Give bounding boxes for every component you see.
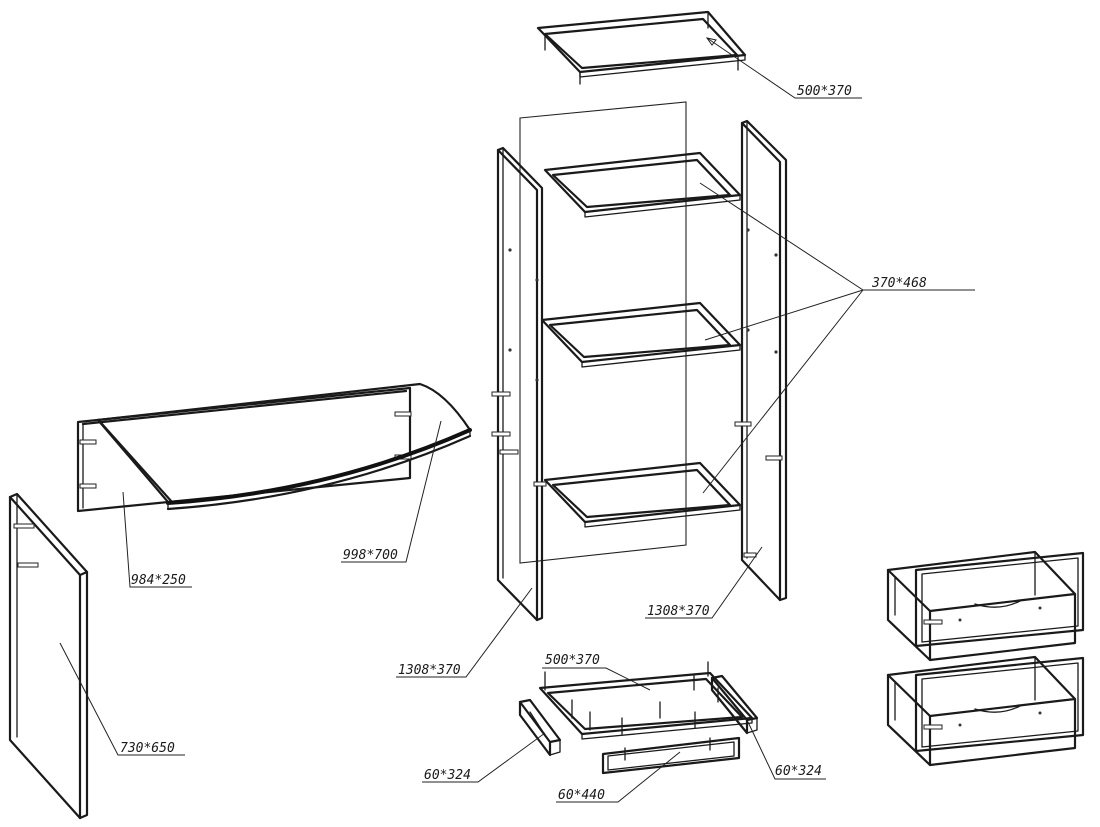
label-top-panel: 500*370 xyxy=(797,84,852,99)
left-side-panel xyxy=(491,146,547,622)
label-shelves: 370*468 xyxy=(871,276,927,291)
right-side-panel xyxy=(734,119,788,602)
leaders xyxy=(59,37,975,803)
label-plinth-left: 60*324 xyxy=(424,768,471,783)
back-panel xyxy=(519,101,687,564)
label-desk-back: 984*250 xyxy=(131,573,186,588)
desk-back-panel xyxy=(76,386,412,513)
door-panel xyxy=(8,492,89,820)
label-plinth-right: 60*324 xyxy=(775,764,822,779)
label-left-side: 1308*370 xyxy=(398,663,461,678)
plinth-left xyxy=(518,698,562,757)
plinth-right xyxy=(710,674,759,735)
plinth-front xyxy=(601,736,741,775)
bottom-panel xyxy=(538,661,754,740)
top-panel xyxy=(536,10,747,85)
label-desk-top: 998*700 xyxy=(343,548,398,563)
shelf-bottom xyxy=(543,461,742,528)
label-right-side: 1308*370 xyxy=(647,604,710,619)
drawer-lower xyxy=(886,655,1085,767)
shelf-top xyxy=(543,151,742,218)
drawer-upper xyxy=(886,550,1085,662)
label-door: 730*650 xyxy=(120,741,175,756)
shelf-middle xyxy=(540,301,742,368)
label-plinth-front: 60*440 xyxy=(558,788,605,803)
label-bottom-panel: 500*370 xyxy=(545,653,600,668)
